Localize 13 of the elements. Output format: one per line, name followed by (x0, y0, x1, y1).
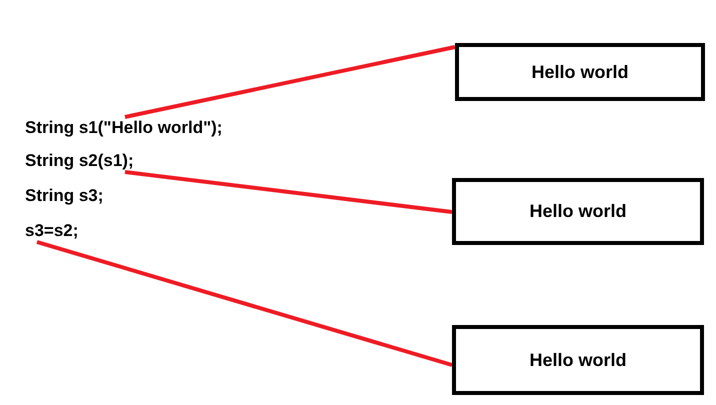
code-line: String s1("Hello world"); (25, 117, 222, 139)
code-line: String s2(s1); (25, 150, 134, 172)
value-box (455, 43, 705, 101)
connector-line (36, 240, 453, 367)
value-box (452, 178, 704, 245)
box-text: Hello world (531, 60, 628, 84)
code-line: String s3; (25, 185, 104, 207)
connector-line (124, 45, 456, 119)
box-text: Hello world (529, 348, 626, 372)
value-box (452, 325, 704, 395)
box-text: Hello world (529, 200, 626, 223)
connector-line (124, 170, 452, 214)
code-line: s3=s2; (25, 220, 78, 242)
